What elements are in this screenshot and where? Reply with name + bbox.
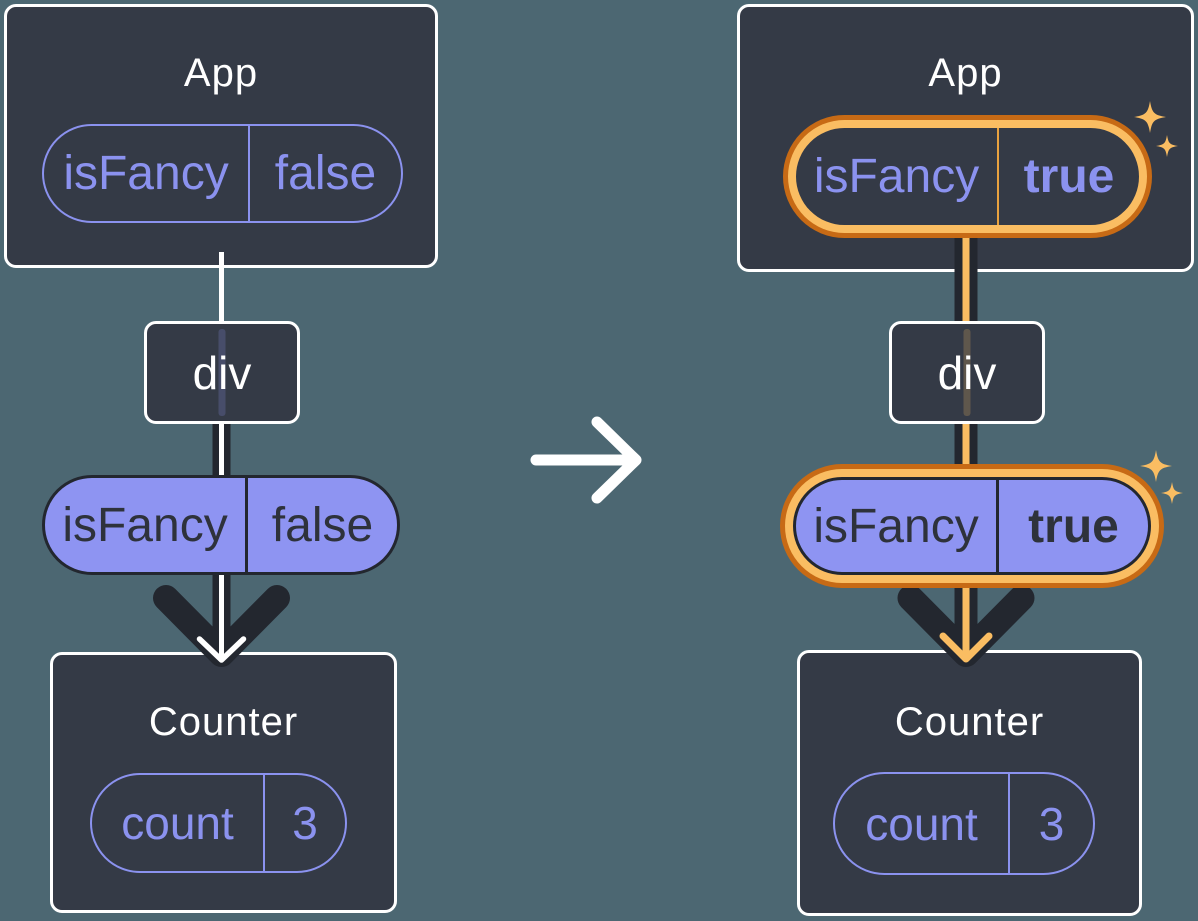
app-title-before: App: [183, 51, 259, 95]
state-value: true: [1023, 150, 1115, 203]
prop-pill-after: isFancy true: [793, 477, 1151, 575]
state-name: isFancy: [63, 147, 229, 200]
app-state-pill-before: isFancy false: [42, 124, 403, 223]
prop-pill-after-highlight: isFancy true: [780, 464, 1164, 588]
app-state-pill-after: isFancy true: [796, 128, 1139, 225]
app-state-pill-after-highlight: isFancy true: [783, 115, 1152, 238]
div-node-before: div: [144, 321, 300, 424]
connector-div-to-pill-before: [212, 424, 231, 477]
state-name: count: [865, 797, 978, 850]
state-name: isFancy: [813, 150, 980, 203]
sparkle-icon: [1161, 482, 1183, 504]
div-label: div: [937, 346, 997, 399]
state-value: 3: [1038, 797, 1065, 850]
highlight-ring: isFancy true: [788, 120, 1147, 233]
counter-title-after: Counter: [894, 700, 1045, 744]
pill-divider: [245, 478, 248, 572]
counter-title-before: Counter: [148, 700, 299, 744]
pill-divider: [996, 480, 999, 572]
prop-pill-before: isFancy false: [42, 475, 400, 575]
arrow-pill-to-counter-before: [153, 569, 290, 667]
state-name: count: [121, 797, 234, 849]
highlight-ring: isFancy true: [785, 469, 1159, 583]
prop-value: false: [271, 498, 374, 552]
transition-arrow-icon: [530, 416, 642, 504]
pass-through-stripe: [963, 329, 971, 416]
pill-divider: [248, 126, 250, 221]
div-node-after: div: [889, 321, 1045, 424]
state-value: 3: [292, 797, 318, 849]
state-value: false: [274, 147, 377, 200]
counter-state-pill-after: count 3: [833, 772, 1095, 875]
connector-div-to-pill-after: [954, 424, 978, 467]
pill-divider: [997, 128, 999, 225]
div-label: div: [192, 346, 252, 399]
pill-divider: [1008, 774, 1010, 873]
dark-chevron: [153, 585, 290, 667]
pass-through-stripe: [218, 329, 226, 416]
pill-divider: [263, 775, 265, 871]
sparkle-icon: [1140, 450, 1172, 482]
prop-value: true: [1028, 499, 1119, 553]
app-title-after: App: [928, 51, 1003, 95]
counter-state-pill-before: count 3: [90, 773, 347, 873]
prop-name: isFancy: [62, 498, 228, 552]
prop-name: isFancy: [813, 499, 979, 553]
dark-chevron: [897, 585, 1035, 667]
arrow-pill-to-counter-after: [897, 585, 1035, 667]
